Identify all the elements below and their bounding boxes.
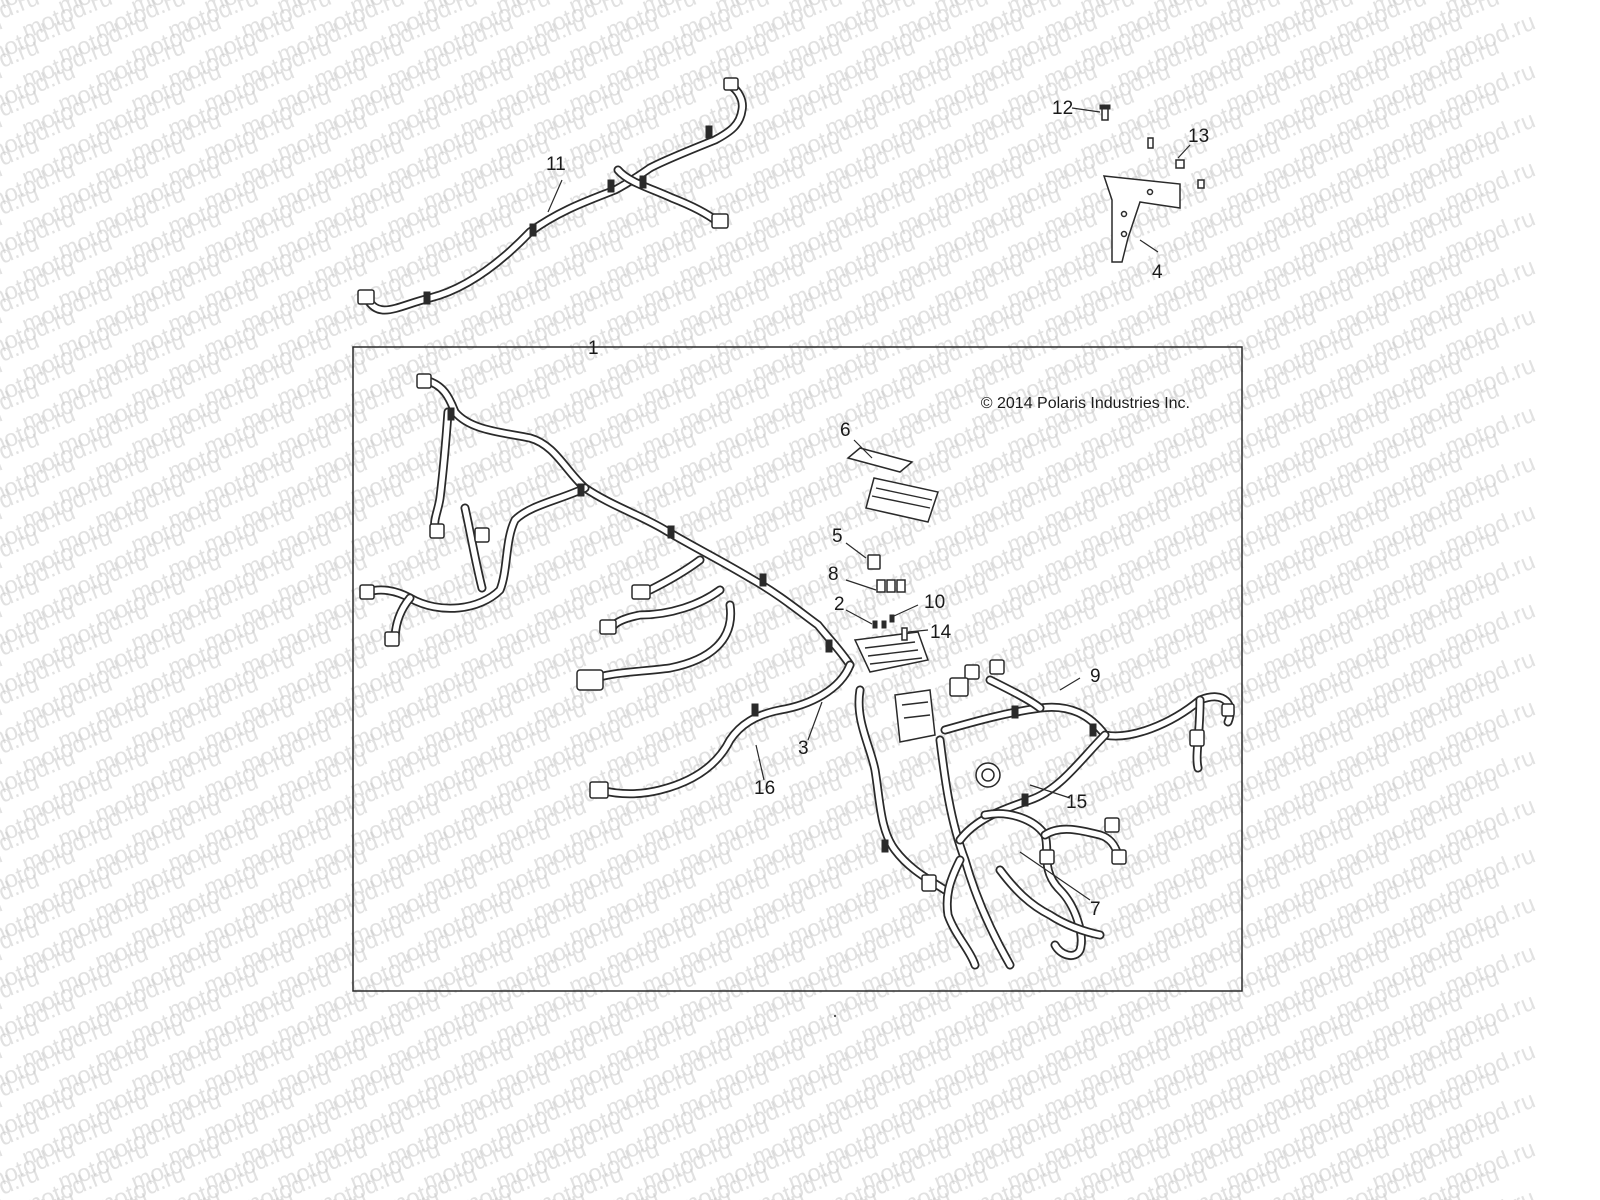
- callout-7: 7: [1090, 899, 1101, 920]
- callout-13: 13: [1188, 126, 1209, 147]
- fuse-14[interactable]: [901, 627, 908, 641]
- callout-15: 15: [1066, 792, 1087, 813]
- callout-5: 5: [832, 526, 843, 547]
- copyright-text: © 2014 Polaris Industries Inc.: [981, 395, 1190, 412]
- relays-8[interactable]: [876, 579, 906, 593]
- callout-16: 16: [754, 778, 775, 799]
- callout-4: 4: [1152, 262, 1163, 283]
- callout-9: 9: [1090, 666, 1101, 687]
- callout-3: 3: [798, 738, 809, 759]
- relay-5[interactable]: [867, 554, 881, 570]
- callout-14: 14: [930, 622, 952, 643]
- callout-8: 8: [828, 564, 839, 585]
- callout-11: 11: [546, 154, 566, 175]
- callout-1: 1: [588, 338, 599, 359]
- callout-10: 10: [924, 592, 945, 613]
- callout-6: 6: [840, 420, 851, 441]
- callout-12: 12: [1052, 98, 1073, 119]
- fuse-10[interactable]: [889, 614, 895, 623]
- stray-dot: [834, 1015, 836, 1017]
- watermark-layer: motod.rumotod.rumotod.rumotod.rumotod.ru…: [0, 0, 1539, 1200]
- callout-2: 2: [834, 594, 845, 615]
- screw-12[interactable]: [1099, 104, 1111, 121]
